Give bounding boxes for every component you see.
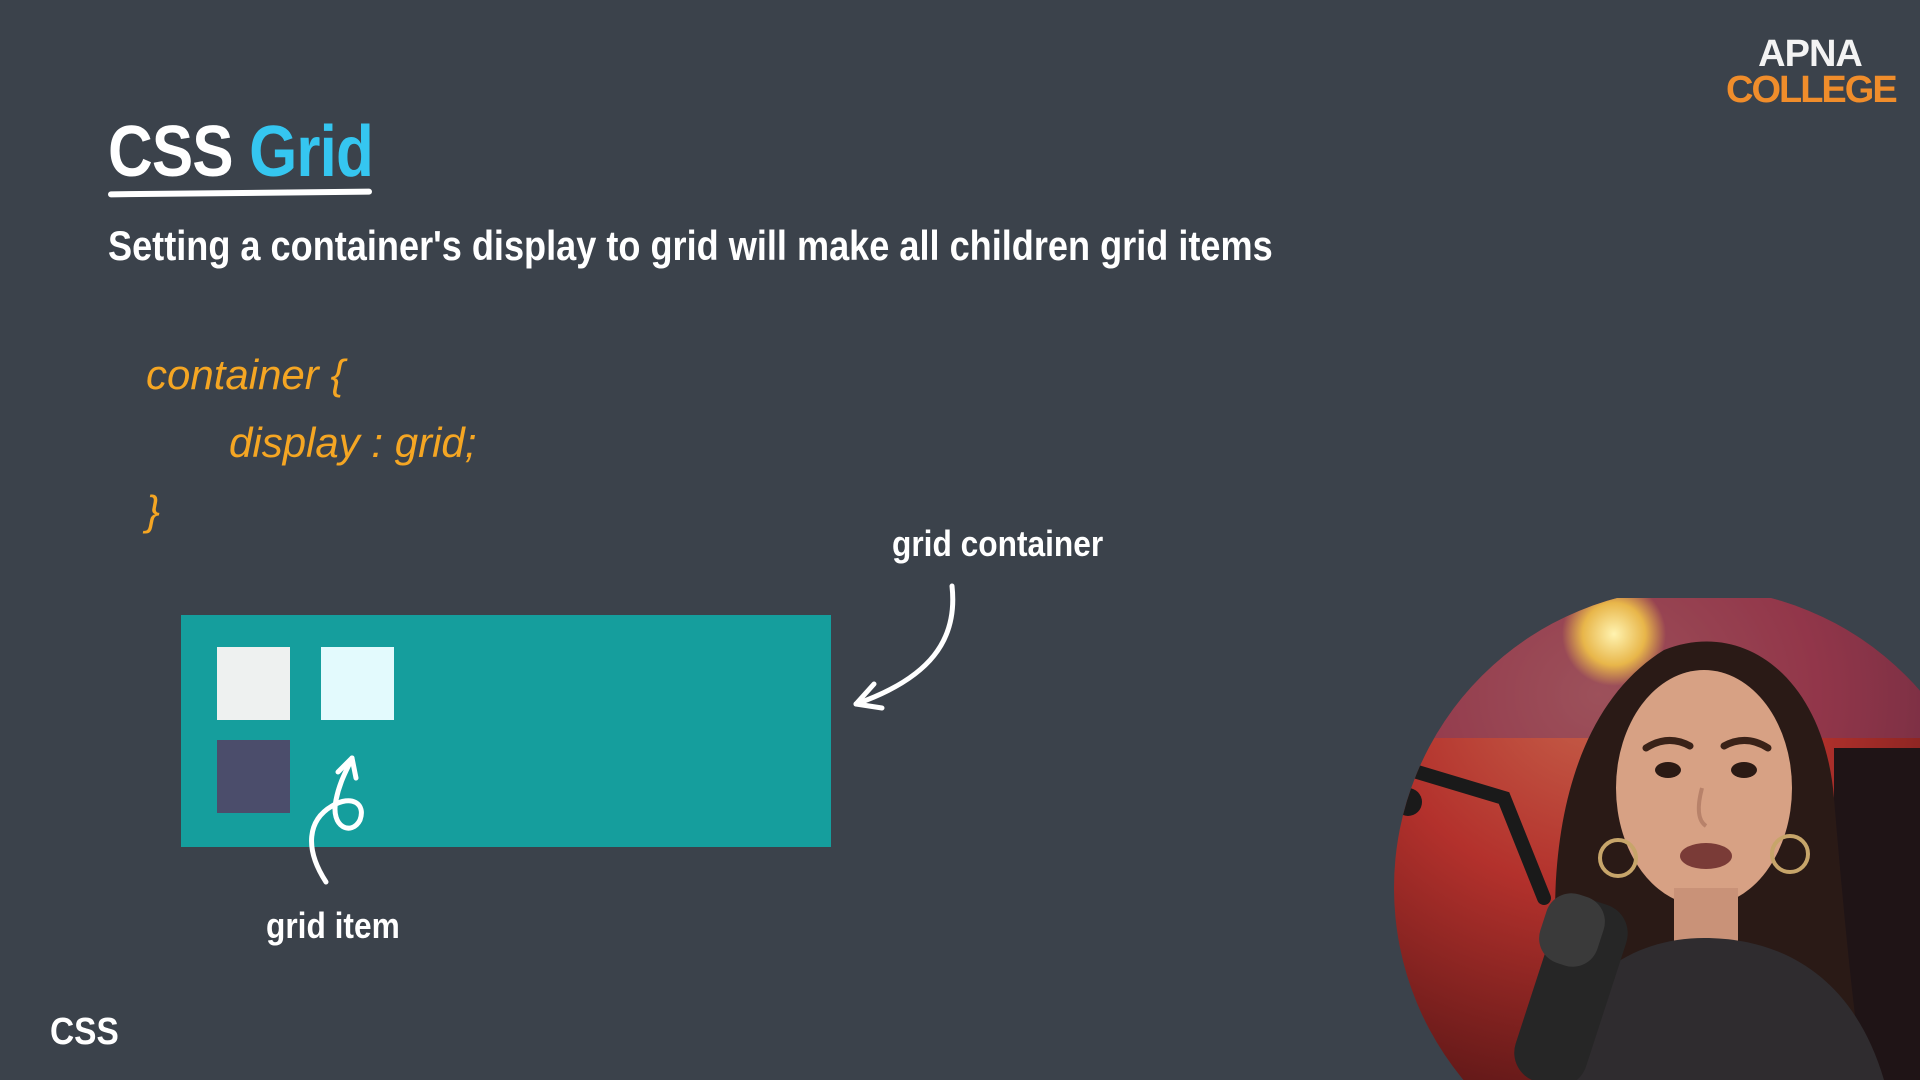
grid-item-arrow-icon: [309, 755, 364, 885]
logo-line-2: COLLEGE: [1726, 69, 1898, 111]
grid-item-2: [321, 647, 394, 720]
title-word-css: CSS: [108, 112, 234, 192]
code-line-declaration: display : grid;: [229, 419, 477, 466]
code-line-selector: container {: [146, 351, 345, 398]
topic-tag: CSS: [50, 1011, 119, 1053]
grid-item-1: [217, 647, 290, 720]
grid-item-3: [217, 740, 290, 813]
grid-container-diagram: [181, 615, 831, 847]
presenter-webcam-icon: [1394, 598, 1920, 1080]
presenter-webcam: [1384, 598, 1920, 1080]
slide-title: CSS Grid: [108, 112, 374, 192]
apna-college-logo: APNA COLLEGE: [1726, 33, 1898, 111]
title-word-grid: Grid: [249, 112, 374, 192]
logo-line-1: APNA: [1758, 33, 1863, 75]
slide-subtitle: Setting a container's display to grid wi…: [108, 222, 1273, 269]
code-line-closing-brace: }: [146, 487, 161, 534]
grid-item-label: grid item: [266, 905, 400, 946]
grid-container-label: grid container: [892, 523, 1104, 564]
grid-container-arrow-icon: [853, 583, 956, 711]
